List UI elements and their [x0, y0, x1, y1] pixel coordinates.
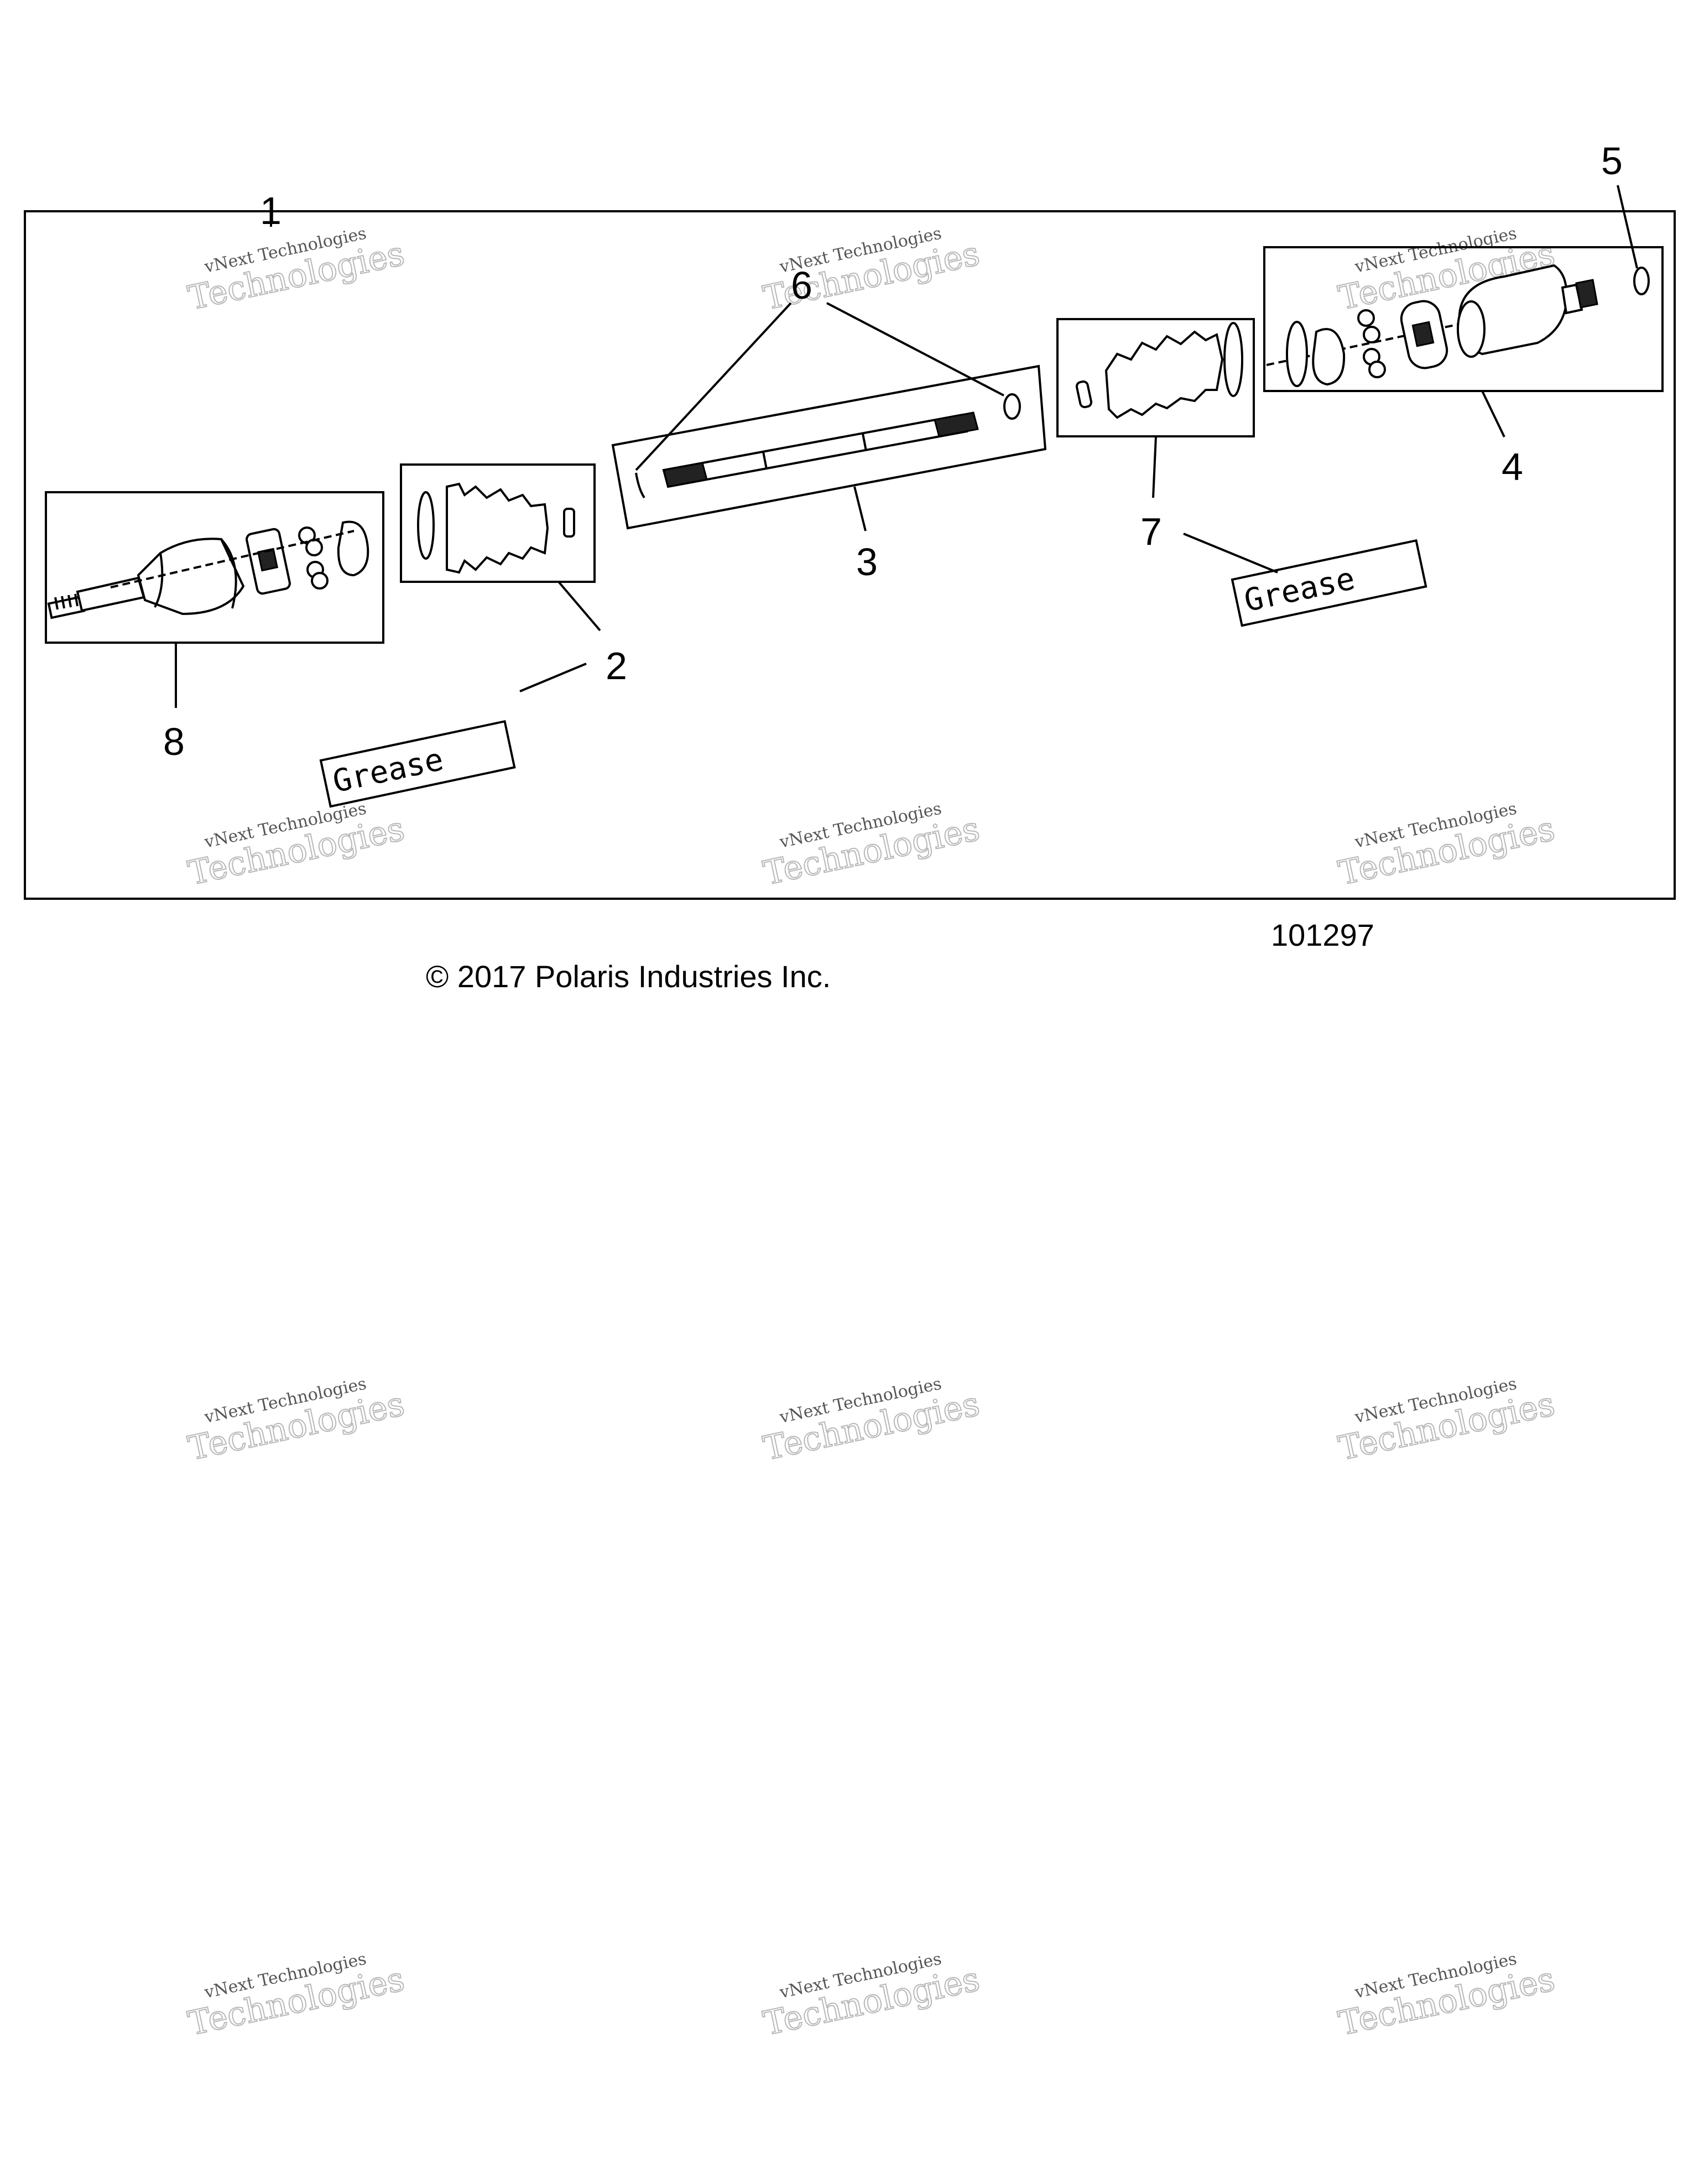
- cv-ball: [1363, 326, 1380, 343]
- part-3-axle-shaft: [611, 364, 1047, 530]
- watermark: Technologies vNext Technologies: [184, 1949, 408, 2044]
- axle-spline-right: [934, 411, 979, 437]
- retaining-ring: [1286, 321, 1308, 387]
- axle-clip-right: [1003, 393, 1021, 420]
- housing-mouth: [1457, 300, 1486, 358]
- watermark: Technologies vNext Technologies: [759, 1374, 983, 1468]
- cv-ball: [1357, 309, 1375, 327]
- leader-line-grease-left: [519, 663, 587, 692]
- watermark: Technologies vNext Technologies: [759, 1949, 983, 2044]
- watermark: Technologies vNext Technologies: [184, 1374, 408, 1468]
- axle-groove: [862, 433, 867, 451]
- inner-race: [337, 520, 369, 577]
- callout-3: 3: [856, 540, 878, 583]
- leader-line-2: [557, 581, 601, 632]
- boot-clamp-small: [1075, 380, 1093, 409]
- part-4-box: [1263, 246, 1664, 392]
- figure-number: 101297: [1271, 918, 1374, 952]
- leader-line-grease-right: [1183, 533, 1278, 574]
- boot-clamp-large: [1223, 322, 1243, 397]
- part-3-box: [611, 364, 1047, 530]
- cv-ball: [305, 539, 323, 556]
- leader-line-5: [1617, 185, 1638, 269]
- cage-window: [1411, 321, 1435, 347]
- cv-ball: [1368, 361, 1386, 378]
- axle-spline-left: [663, 462, 708, 488]
- housing-spline: [1575, 279, 1598, 309]
- watermark: Technologies vNext Technologies: [759, 799, 983, 893]
- grease-label: Grease: [1241, 561, 1358, 619]
- axle-groove: [762, 451, 768, 470]
- leader-line-6a: [635, 302, 792, 471]
- part-2-boot-kit: [400, 463, 596, 583]
- part-7-inner-boot-kit: [1056, 318, 1255, 437]
- watermark: Technologies vNext Technologies: [184, 223, 408, 318]
- spline-marks: [54, 593, 79, 610]
- grease-tag-right: Grease: [1231, 539, 1427, 627]
- leader-line-3: [853, 486, 867, 531]
- callout-7: 7: [1140, 510, 1162, 553]
- copyright-notice: © 2017 Polaris Industries Inc.: [426, 959, 831, 994]
- grease-tag: [319, 720, 516, 808]
- part-8-outer-cv-joint: [45, 491, 384, 644]
- watermark: Technologies vNext Technologies: [1335, 1949, 1559, 2044]
- leader-line-6b: [826, 302, 1004, 397]
- part-5-circlip: [1633, 267, 1650, 295]
- assembly-frame: [24, 210, 1676, 900]
- axle-shaft: [662, 413, 968, 488]
- callout-8: 8: [163, 720, 185, 763]
- boot-clamp-small: [563, 508, 575, 538]
- stub-shaft-body: [76, 576, 145, 612]
- leader-line-4: [1481, 390, 1505, 437]
- callout-2: 2: [606, 644, 627, 687]
- housing-stub: [1561, 283, 1583, 315]
- grease-tag-left: Grease: [319, 720, 516, 808]
- inner-race: [1312, 328, 1346, 386]
- centerline: [110, 530, 355, 588]
- callout-5: 5: [1601, 139, 1623, 183]
- boot-clamp-large: [417, 491, 435, 560]
- cv-boot: [1104, 330, 1224, 419]
- watermark: Technologies vNext Technologies: [1335, 799, 1559, 893]
- watermark: Technologies vNext Technologies: [1335, 1374, 1559, 1468]
- leader-line-7: [1152, 436, 1157, 498]
- grease-label: Grease: [330, 742, 446, 800]
- callout-6: 6: [791, 264, 812, 307]
- part-4-inner-cv-joint: [1263, 246, 1664, 392]
- callout-4: 4: [1502, 445, 1523, 488]
- grease-tag: [1231, 539, 1427, 627]
- axle-clip-left: [635, 472, 645, 499]
- watermark-layer: Technologies vNext Technologies Technolo…: [184, 223, 1559, 2044]
- part-2-box: [400, 463, 596, 583]
- cage-window: [257, 548, 279, 572]
- cv-boot: [446, 482, 549, 574]
- part-8-box: [45, 491, 384, 644]
- cv-ball: [311, 572, 329, 590]
- cv-housing-ring: [154, 538, 237, 609]
- cv-housing: [137, 538, 245, 616]
- watermark: Technologies vNext Technologies: [184, 799, 408, 893]
